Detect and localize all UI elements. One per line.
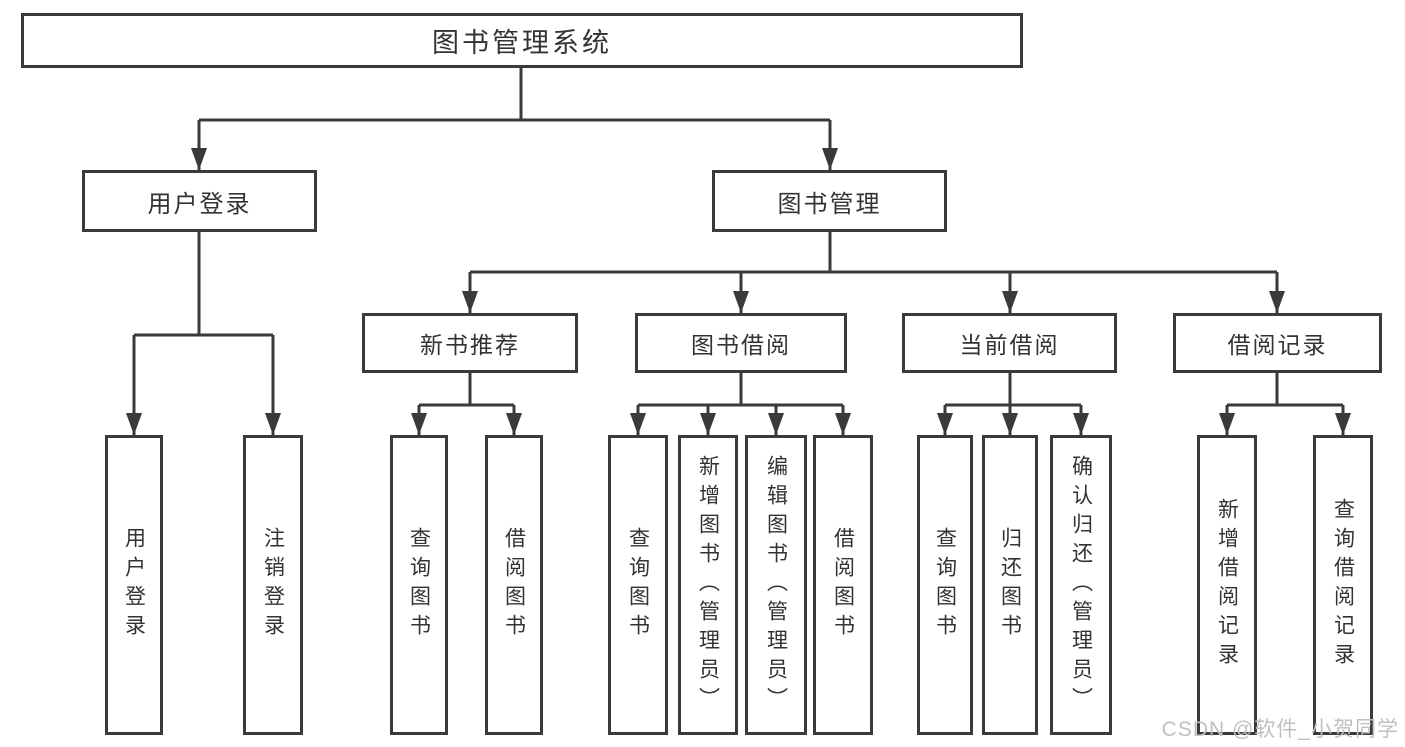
- leaf-confirm-return-admin: 确认归还（管理员）: [1050, 435, 1112, 735]
- leaf-label: 查询借阅记录: [1331, 498, 1355, 672]
- leaf-add-book-admin: 新增图书（管理员）: [678, 435, 738, 735]
- leaf-add-borrow-record: 新增借阅记录: [1197, 435, 1257, 735]
- node-library-system: 图书管理系统: [21, 13, 1023, 68]
- leaf-label: 注销登录: [261, 527, 285, 643]
- connector-bus-lines: [134, 68, 1343, 407]
- node-borrowing-records: 借阅记录: [1173, 313, 1382, 373]
- node-current-borrowing: 当前借阅: [902, 313, 1117, 373]
- leaf-edit-book-admin: 编辑图书（管理员）: [745, 435, 807, 735]
- leaf-label: 查询图书: [933, 527, 957, 643]
- csdn-watermark: CSDN @软件_小贺同学: [1161, 718, 1399, 741]
- leaf-borrow-books: 借阅图书: [813, 435, 873, 735]
- leaf-label: 新增借阅记录: [1215, 498, 1239, 672]
- leaf-label: 确认归还（管理员）: [1069, 454, 1093, 716]
- leaf-label: 查询图书: [626, 527, 650, 643]
- leaf-return-book: 归还图书: [982, 435, 1038, 735]
- leaf-label: 查询图书: [407, 527, 431, 643]
- leaf-label: 借阅图书: [502, 527, 526, 643]
- leaf-borrow-books-recommend: 借阅图书: [485, 435, 543, 735]
- leaf-logout: 注销登录: [243, 435, 303, 735]
- leaf-query-borrow-record: 查询借阅记录: [1313, 435, 1373, 735]
- leaf-user-login: 用户登录: [105, 435, 163, 735]
- leaf-label: 编辑图书（管理员）: [764, 454, 788, 716]
- node-user-login: 用户登录: [82, 170, 317, 232]
- node-book-borrowing: 图书借阅: [635, 313, 847, 373]
- leaf-query-books-current: 查询图书: [917, 435, 973, 735]
- leaf-label: 新增图书（管理员）: [696, 454, 720, 716]
- leaf-label: 归还图书: [998, 527, 1022, 643]
- leaf-label: 借阅图书: [831, 527, 855, 643]
- leaf-query-books-borrow: 查询图书: [608, 435, 668, 735]
- leaf-label: 用户登录: [122, 527, 146, 643]
- leaf-query-books-recommend: 查询图书: [390, 435, 448, 735]
- node-new-book-recommendation: 新书推荐: [362, 313, 578, 373]
- node-book-management: 图书管理: [712, 170, 947, 232]
